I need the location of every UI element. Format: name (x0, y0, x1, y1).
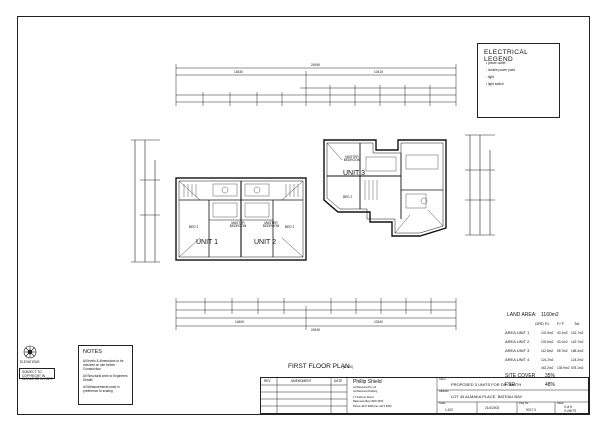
room-bed2-b: BED 2 (285, 225, 295, 229)
notes-box: NOTES All levels & dimensions to be chec… (78, 345, 133, 405)
electrical-legend: ELECTRICAL LEGEND • power outlet ▫ doubl… (477, 43, 560, 118)
gfa-header: GRD FL (535, 321, 550, 326)
address-label: Address (439, 390, 449, 393)
room-master-bedroom-2: MASTER BEDROOM (262, 221, 280, 229)
notes-title: NOTES (83, 349, 102, 355)
area-row-b: 40.1m2 (557, 340, 568, 344)
area-row-b: 40.1m2 (557, 331, 568, 335)
site-cover-label: SITE COVER (505, 373, 536, 379)
area-row-c: 124.2m2 (571, 358, 584, 362)
gfa-col2-header: F/ F (557, 321, 565, 326)
firm-line: 17 Kalimna Street (353, 396, 374, 399)
title-block: REV AMENDMENT DATE Phillip Shield Archit… (260, 377, 590, 415)
firm-line: Architectural Pty Ltd (353, 386, 377, 389)
legend-symbol-icon: • (486, 61, 488, 65)
area-row-c: 142.7m2 (571, 331, 584, 335)
amendment-header: AMENDMENT (291, 379, 312, 383)
units-count: 3 UNITS (564, 409, 577, 413)
land-area-value: 1160m2 (541, 312, 559, 318)
firm-name: Phillip Shield (353, 379, 382, 385)
legend-title: ELECTRICAL LEGEND (484, 49, 528, 63)
sheet-value: 3 of 6 (564, 405, 572, 409)
legend-symbol-icon: • (486, 82, 488, 86)
area-total-a: 442.2m2 (541, 366, 554, 370)
note-item: All Structural work to Engineers Details (83, 374, 128, 382)
fsr-label: FSR (505, 382, 515, 388)
area-row-label: AREA UNIT 4 (505, 357, 530, 362)
legend-item: • power outlet (486, 61, 506, 65)
room-master-bedroom-1: MASTER BEDROOM (229, 221, 247, 229)
site-cover-value: 35% (545, 373, 556, 379)
firm-line: Phone 4472 6066 Fax 4472 6066 (353, 405, 392, 408)
dim-bottom-left: 14605 (235, 320, 244, 324)
dim-top-right: 10415 (374, 70, 383, 74)
firm-line: Architectural Drafting (353, 390, 378, 393)
legend-symbol-icon: ▫ (486, 68, 488, 72)
scale-label: Scale (439, 402, 446, 405)
area-row-b: 55.7m2 (557, 349, 568, 353)
legend-item: • light switch (486, 82, 504, 86)
dwg-label: Dwg No. (519, 402, 529, 405)
area-row-a: 102.6m2 (541, 340, 554, 344)
room-bed2-c: BED 2 (343, 195, 353, 199)
land-area-label: LAND AREA: (507, 312, 537, 318)
area-total-c: 578.1m2 (571, 366, 584, 370)
scale-value: 1:100 (445, 408, 453, 412)
sheet-label: Sheet (557, 402, 564, 405)
area-total-b: 135.9m2 (557, 366, 570, 370)
dwg-value: 5017.3 (526, 408, 536, 412)
unit-3-label: UNIT 3 (343, 170, 366, 177)
fsr-value: 48% (545, 382, 556, 388)
plan-scale: (1:100) (343, 365, 354, 369)
area-row-label: AREA UNIT 1 (505, 330, 530, 335)
area-row-a: 112.8m2 (541, 349, 554, 353)
note-item: All levels & dimensions to be checked on… (83, 359, 124, 371)
legend-item: ◦ light (486, 75, 494, 79)
client-value: PROPOSED 3 UNITS FOR DR. SMITH (451, 382, 522, 387)
client-label: Client (439, 378, 446, 381)
dim-bottom-right: 10340 (374, 320, 383, 324)
address-value: LOT 44 ALMAKA PLACE, BATEAU BAY (451, 394, 523, 399)
area-row-c: 142.7m2 (571, 340, 584, 344)
area-schedule: LAND AREA: 1160m2 GRD FL F/ F Tot AREA U… (505, 312, 586, 404)
rev-header: REV (264, 379, 271, 383)
sheet-border (17, 16, 590, 415)
room-bed2-a: BED 2 (189, 225, 199, 229)
area-row-label: AREA UNIT 2 (505, 339, 530, 344)
dim-top-left: 14530 (234, 70, 243, 74)
room-master-bedroom-3: MASTER BEDROOM (343, 155, 361, 163)
legend-symbol-icon: ◦ (486, 75, 488, 79)
area-row-a: 124.2m2 (541, 358, 554, 362)
date-value: 21/4/2003 (485, 406, 500, 410)
gfa-col3-header: Tot (574, 321, 580, 326)
dim-top-overall: 24945 (311, 63, 320, 67)
area-row-label: AREA UNIT 3 (505, 348, 530, 353)
copyright-stamp: SUBJECT TO COPYRIGHT IN WHOLE OR IN PART (19, 368, 55, 381)
plan-title: FIRST FLOOR PLAN (288, 363, 350, 370)
dim-bottom-overall: 24945 (311, 328, 320, 332)
legend-item: ▫ double power point (486, 68, 515, 72)
date-header: DATE (334, 379, 343, 383)
unit-2-label: UNIT 2 (254, 239, 277, 246)
unit-1-label: UNIT 1 (196, 239, 219, 246)
area-row-c: 168.4m2 (571, 349, 584, 353)
title-block-grid (261, 378, 590, 415)
firm-line: Batemans Bay NSW 2536 (353, 400, 384, 403)
note-item: All Measurements used in preference to s… (83, 385, 120, 393)
north-label: ELEVATIONS (20, 360, 40, 364)
area-row-a: 102.6m2 (541, 331, 554, 335)
